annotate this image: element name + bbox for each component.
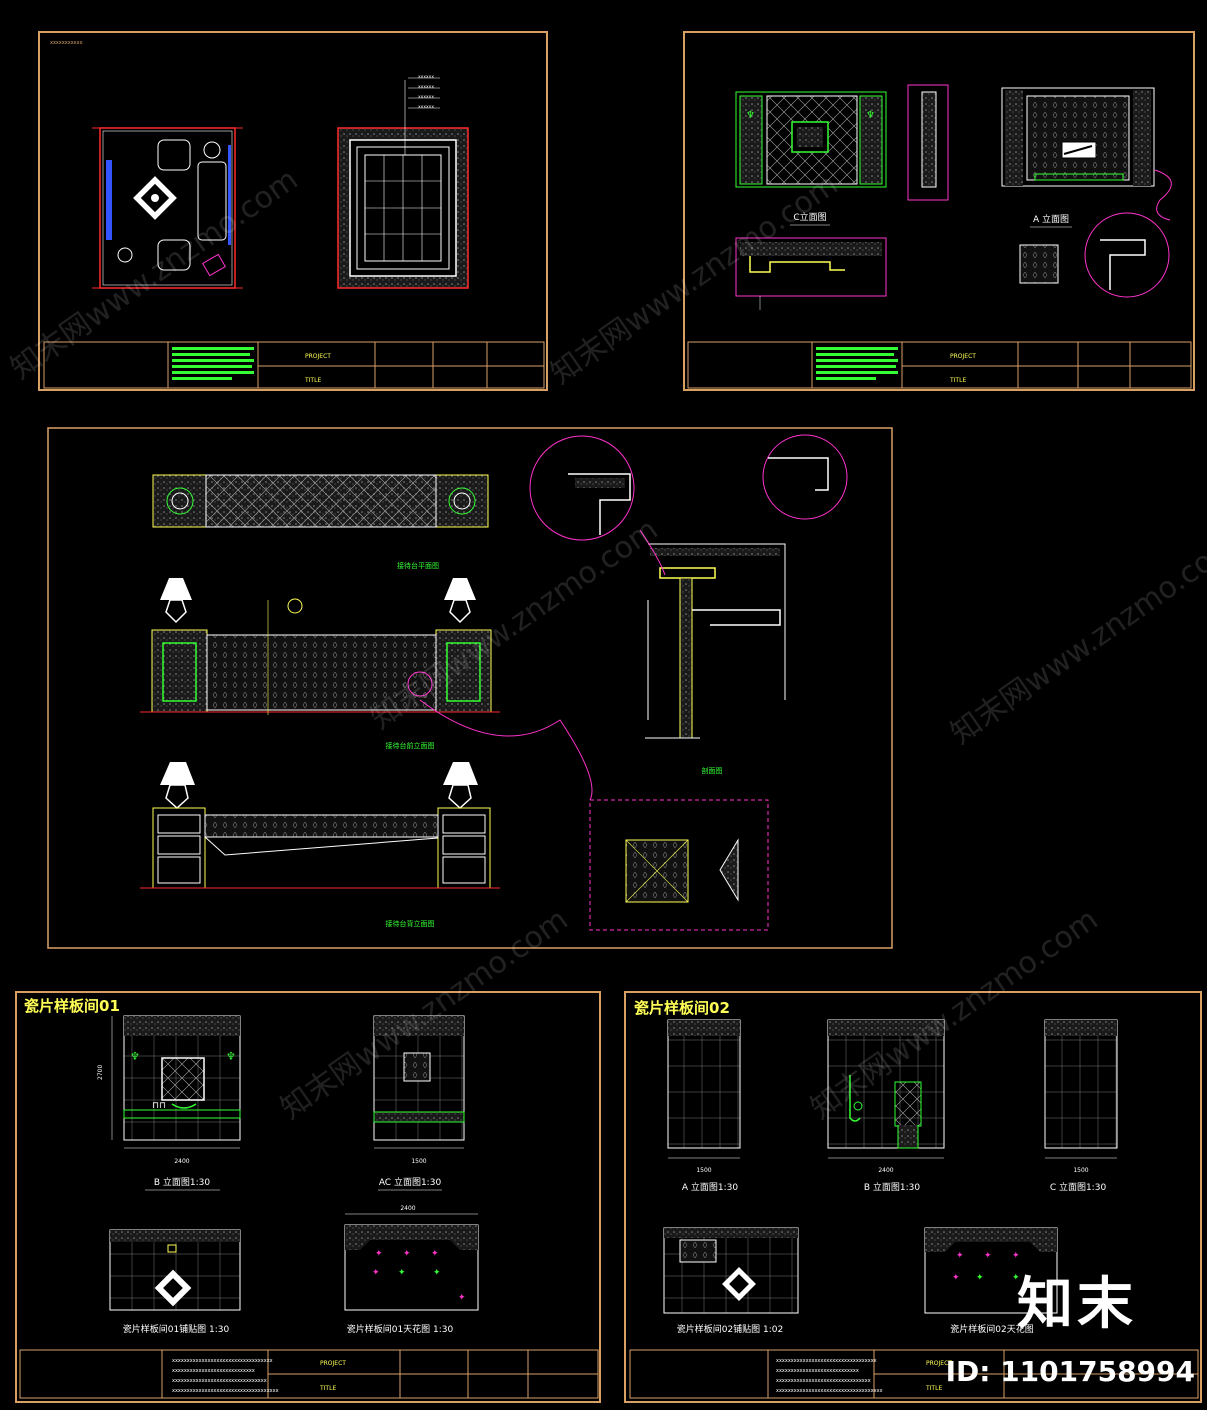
floor-plan-02-caption: 瓷片样板间02铺贴图 1:02	[677, 1323, 784, 1335]
svg-text:xxxxxxxxxxxxxxxxxxxxxxxxxxxx: xxxxxxxxxxxxxxxxxxxxxxxxxxxx	[172, 1368, 255, 1374]
a-width-dim: 1500	[696, 1167, 711, 1174]
svg-text:♆: ♆	[130, 1050, 140, 1063]
desk-section	[529, 434, 848, 739]
svg-text:✦: ✦	[375, 1249, 383, 1259]
svg-text:xxxxxxxxxxxxxxxxxxxxxxxxxxxxxx: xxxxxxxxxxxxxxxxxxxxxxxxxxxxxxxx	[172, 1378, 267, 1384]
svg-text:✦: ✦	[458, 1293, 466, 1303]
svg-text:✦: ✦	[398, 1268, 406, 1278]
b-elevation-02: 2400	[827, 1019, 945, 1174]
a-elevation-02: 1500	[667, 1019, 741, 1174]
svg-text:♆: ♆	[226, 1050, 236, 1063]
plan-caption: 接待台平面图	[397, 561, 439, 570]
svg-text:✦: ✦	[976, 1273, 984, 1283]
ac-elevation-01: 1500	[373, 1015, 465, 1165]
svg-text:xxxxxx: xxxxxx	[418, 85, 434, 90]
a-elevation-02-caption: A 立面图1:30	[682, 1181, 739, 1193]
watermark-text: 知末网www.znzmo.com	[545, 167, 845, 392]
svg-text:xxxxxxxxxxx: xxxxxxxxxxx	[50, 40, 83, 46]
a-elevation-caption: A 立面图	[1033, 213, 1069, 225]
ac-elevation-01-caption: AC 立面图1:30	[379, 1176, 442, 1188]
ceiling-plan: xxxxxx xxxxxx xxxxxx xxxxxx	[337, 75, 469, 289]
a-elevation-drawing	[1001, 87, 1155, 187]
title-block-5: xxxxxxxxxxxxxxxxxxxxxxxxxxxxxxxxxx xxxxx…	[629, 1349, 1199, 1399]
b-elevation-01-caption: B 立面图1:30	[154, 1176, 211, 1188]
back-elevation-caption: 接待台背立面图	[386, 919, 435, 928]
c-elevation-side	[907, 84, 949, 201]
title-block-4: xxxxxxxxxxxxxxxxxxxxxxxxxxxxxxxxxx xxxxx…	[19, 1349, 599, 1399]
svg-text:⊓⊓: ⊓⊓	[152, 1101, 166, 1111]
svg-text:xxxxxx: xxxxxx	[418, 105, 434, 110]
sheet-5-title: 瓷片样板间02	[634, 999, 730, 1017]
watermark-text: 知末网www.znzmo.com	[945, 527, 1207, 752]
b-elevation-02-caption: B 立面图1:30	[864, 1181, 921, 1193]
svg-text:✦: ✦	[1012, 1251, 1020, 1261]
c-elevation-02: 1500	[1044, 1019, 1118, 1174]
material-detail-box	[589, 799, 769, 931]
sheet-1-plan-layout: xxxxxxxxxxx	[38, 31, 548, 391]
svg-text:✦: ✦	[1012, 1273, 1020, 1283]
detail-bubble	[1084, 212, 1170, 298]
svg-text:xxxxxxxxxxxxxxxxxxxxxxxxxxxxxx: xxxxxxxxxxxxxxxxxxxxxxxxxxxxxxxxxx	[172, 1358, 273, 1364]
svg-text:xxxxxxxxxxxxxxxxxxxxxxxxxxxxxx: xxxxxxxxxxxxxxxxxxxxxxxxxxxxxxxxxx	[776, 1358, 877, 1364]
svg-text:♆: ♆	[866, 110, 875, 121]
watermark-id: ID: 1101758994	[945, 1355, 1195, 1388]
watermark-logo: 知末	[1017, 1272, 1137, 1337]
svg-text:xxxxxxxxxxxxxxxxxxxxxxxxxxxxxx: xxxxxxxxxxxxxxxxxxxxxxxxxxxxxxxx	[776, 1378, 871, 1384]
svg-text:✦: ✦	[372, 1268, 380, 1278]
furniture-plan	[92, 127, 243, 289]
sheet-4-title: 瓷片样板间01	[24, 997, 120, 1015]
svg-text:✦: ✦	[433, 1268, 441, 1278]
b-width-dim: 2400	[878, 1167, 893, 1174]
ceiling-plan-02-caption: 瓷片样板间02天花图	[950, 1323, 1033, 1335]
ceiling-plan-01-caption: 瓷片样板间01天花图 1:30	[347, 1323, 454, 1335]
svg-text:✦: ✦	[956, 1251, 964, 1261]
b-elevation-01: ♆ ♆ ⊓⊓ 2700 2400	[97, 1015, 241, 1165]
desk-plan	[152, 474, 489, 528]
svg-text:♆: ♆	[746, 110, 755, 121]
watermark-text: 知末网www.znzmo.com	[365, 512, 665, 737]
c-elevation-caption: C立面图	[793, 211, 826, 223]
width-dim: 2400	[174, 1158, 189, 1165]
title-block-1: PROJECT TITLE	[43, 341, 545, 389]
svg-text:✦: ✦	[984, 1251, 992, 1261]
project-label: PROJECT	[305, 353, 331, 360]
ceiling-width-dim: 2400	[400, 1205, 415, 1212]
ceiling-section	[735, 237, 887, 310]
svg-text:xxxxxxxxxxxxxxxxxxxxxxxxxxxx: xxxxxxxxxxxxxxxxxxxxxxxxxxxx	[776, 1368, 859, 1374]
front-elevation-caption: 接待台前立面图	[386, 741, 435, 750]
desk-front-elevation	[140, 578, 500, 715]
project-label: PROJECT	[926, 1360, 952, 1367]
title-label: TITLE	[925, 1385, 942, 1392]
sheet-4-tile-room-01: ♆ ♆ ⊓⊓ 2700 2400 B 立面图1:30 1500 AC 立面图1:…	[15, 991, 601, 1403]
svg-text:✦: ✦	[952, 1273, 960, 1283]
project-label: PROJECT	[950, 353, 976, 360]
c-elevation-02-caption: C 立面图1:30	[1050, 1181, 1107, 1193]
sheet-3-reception-desk: 接待台平面图 接待台前立面图	[47, 427, 893, 949]
floor-plan-01-caption: 瓷片样板间01铺贴图 1:30	[123, 1323, 230, 1335]
width-dim-ac: 1500	[411, 1158, 426, 1165]
floor-plan-01	[109, 1229, 241, 1311]
ceiling-plan-02: ✦ ✦ ✦ ✦ ✦ ✦	[924, 1227, 1058, 1314]
svg-text:✦: ✦	[431, 1249, 439, 1259]
svg-text:✦: ✦	[403, 1249, 411, 1259]
sheet-2-elevations: ♆ ♆ C立面图 A 立面图	[683, 31, 1195, 391]
title-label: TITLE	[319, 1385, 336, 1392]
height-dim: 2700	[97, 1065, 104, 1080]
svg-text:xxxxxxxxxxxxxxxxxxxxxxxxxxxxxx: xxxxxxxxxxxxxxxxxxxxxxxxxxxxxxxxxxxx	[172, 1388, 279, 1394]
project-label: PROJECT	[320, 1360, 346, 1367]
title-label: TITLE	[949, 377, 966, 384]
svg-text:xxxxxx: xxxxxx	[418, 75, 434, 80]
c-elevation-drawing: ♆ ♆	[735, 91, 887, 188]
floor-plan-02	[663, 1227, 799, 1314]
svg-text:xxxxxxxxxxxxxxxxxxxxxxxxxxxxxx: xxxxxxxxxxxxxxxxxxxxxxxxxxxxxxxxxxxx	[776, 1388, 883, 1394]
section-caption: 剖面图	[702, 766, 723, 775]
c-width-dim: 1500	[1073, 1167, 1088, 1174]
desk-back-elevation	[140, 762, 500, 889]
svg-text:xxxxxx: xxxxxx	[418, 95, 434, 100]
ceiling-plan-01: 2400 ✦ ✦ ✦ ✦ ✦ ✦ ✦	[344, 1205, 479, 1311]
title-block-2: PROJECT TITLE	[687, 341, 1192, 389]
sheet-5-tile-room-02: 1500 A 立面图1:30 2400 B 立面图1:30 1500 C 立面图…	[624, 991, 1202, 1403]
title-label: TITLE	[304, 377, 321, 384]
